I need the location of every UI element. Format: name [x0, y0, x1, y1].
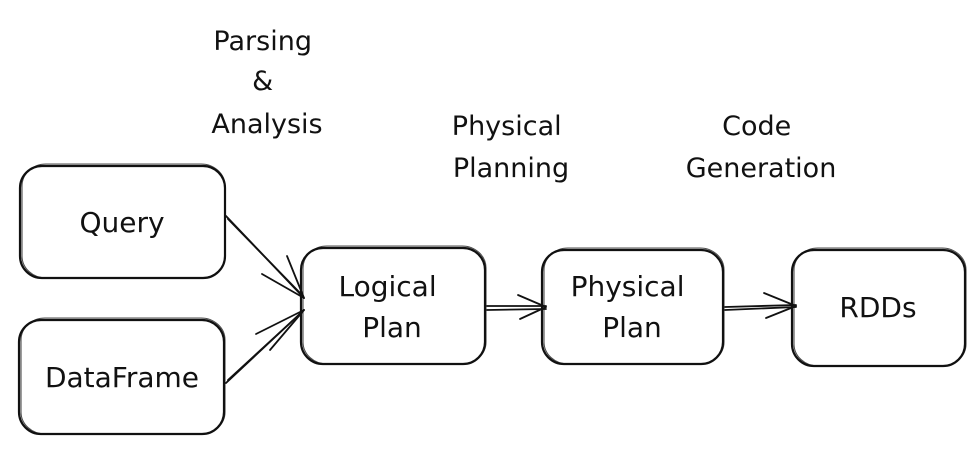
node-physical-plan-line-1: Physical	[571, 270, 685, 303]
node-physical-plan: Physical Plan	[540, 247, 725, 366]
arrowhead	[255, 309, 305, 351]
stage-physical-planning-line-2: Planning	[453, 153, 569, 184]
stage-label-parsing-analysis: Parsing & Analysis	[211, 26, 322, 140]
node-query-label: Query	[79, 206, 164, 239]
node-logical-plan-label: Logical Plan	[338, 270, 445, 344]
stage-parsing-line-3: Analysis	[211, 109, 322, 140]
node-logical-plan-line-1: Logical	[338, 270, 436, 303]
edge-dataframe-to-logical-plan	[225, 309, 305, 384]
stage-label-code-generation: Code Generation	[686, 111, 837, 184]
node-physical-plan-label: Physical Plan	[571, 270, 694, 344]
edge-logical-to-physical-plan	[486, 294, 547, 320]
stage-parsing-line-1: Parsing	[213, 26, 312, 57]
arrowhead	[517, 294, 547, 320]
node-query: Query	[18, 163, 227, 280]
node-logical-plan-line-2: Plan	[362, 311, 422, 344]
edge-query-to-logical-plan	[225, 215, 305, 299]
node-dataframe-label: DataFrame	[45, 361, 199, 394]
stage-label-physical-planning: Physical Planning	[452, 111, 570, 184]
arrowhead	[261, 255, 305, 299]
stage-parsing-line-2: &	[252, 66, 273, 97]
stage-physical-planning-line-1: Physical	[452, 111, 562, 142]
edge-physical-plan-to-rdds	[724, 292, 797, 319]
node-rdds-label: RDDs	[839, 291, 916, 324]
stage-code-generation-line-2: Generation	[686, 153, 837, 184]
arrowhead	[763, 292, 797, 319]
node-dataframe: DataFrame	[17, 317, 226, 436]
node-logical-plan: Logical Plan	[299, 245, 487, 366]
node-physical-plan-line-2: Plan	[602, 311, 662, 344]
node-rdds: RDDs	[790, 247, 967, 368]
stage-code-generation-line-1: Code	[722, 111, 791, 142]
